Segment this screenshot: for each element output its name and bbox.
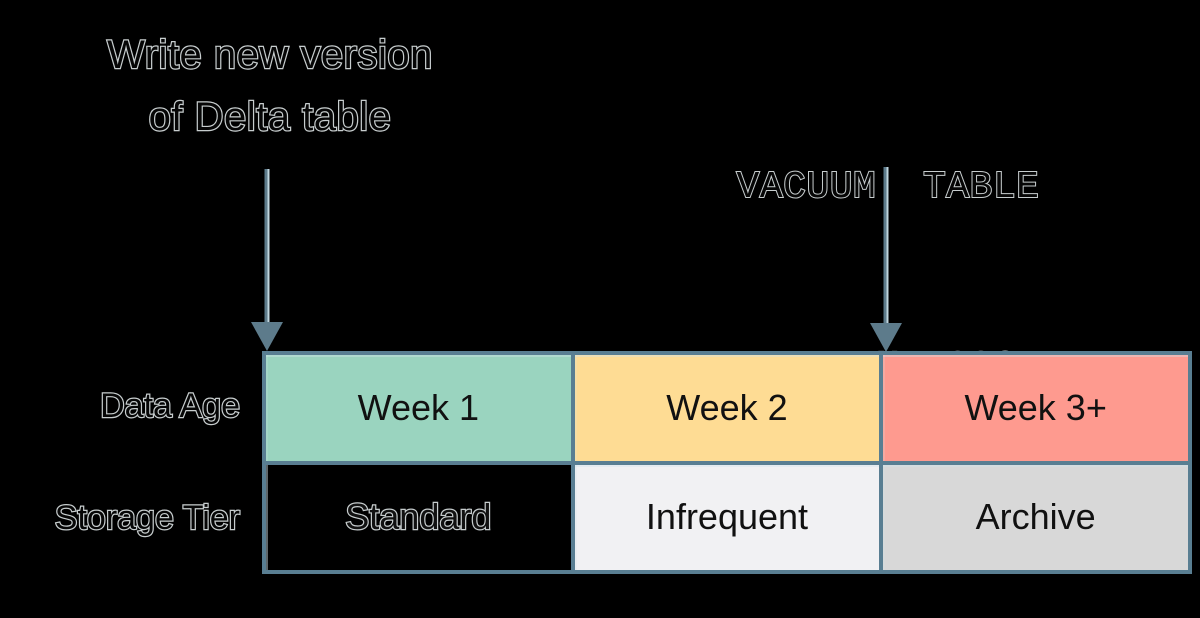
write-note: Write new version of Delta table — [60, 24, 480, 148]
vacuum-arrow-head — [870, 323, 902, 352]
cell-archive: Archive — [883, 464, 1188, 570]
cell-week2: Week 2 — [574, 355, 880, 461]
write-arrow-shaft — [264, 169, 270, 327]
row-label-storage-tier: Storage Tier — [54, 498, 242, 538]
cell-week1: Week 1 — [266, 355, 571, 461]
write-note-line1: Write new version — [106, 32, 434, 78]
cell-week3plus: Week 3+ — [883, 355, 1188, 461]
data-age-storage-tier-table: Week 1 Week 2 Week 3+ Standard Infrequen… — [262, 351, 1192, 574]
vacuum-arrow-down-icon — [869, 167, 903, 352]
write-arrow-down-icon — [250, 169, 284, 351]
cell-infrequent: Infrequent — [574, 464, 880, 570]
row-label-data-age: Data Age — [99, 386, 241, 426]
write-note-line2: of Delta table — [147, 94, 392, 140]
write-arrow-head — [251, 322, 283, 351]
vacuum-note-line1: VACUUM TABLE — [736, 165, 1040, 210]
cell-standard: Standard — [266, 464, 571, 570]
vacuum-arrow-shaft — [883, 167, 889, 328]
